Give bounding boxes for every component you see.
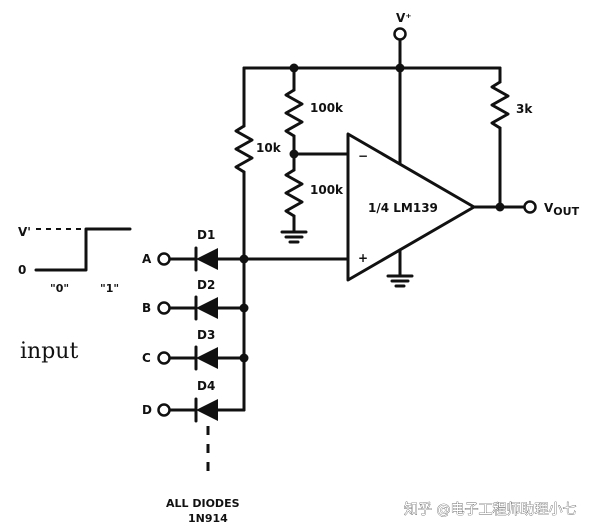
r-pullup-label: 3k (516, 102, 533, 116)
divider: 100k 100k (280, 66, 350, 244)
diode-label-d4: D4 (197, 379, 215, 393)
terminal-c[interactable] (157, 351, 171, 365)
diode-label-d3: D3 (197, 328, 215, 342)
vplus-terminal[interactable] (393, 27, 407, 41)
supply-label: V⁺ (396, 11, 412, 25)
terminal-d[interactable] (157, 403, 171, 417)
diode-label-d1: D1 (197, 228, 215, 242)
opamp-label: 1/4 LM139 (368, 201, 438, 215)
supply-rail: V⁺ (242, 11, 502, 73)
opamp-minus: − (358, 149, 368, 163)
diode-label-d2: D2 (197, 278, 215, 292)
diode-input-A: A D1 (142, 228, 249, 272)
terminal-b[interactable] (157, 301, 171, 315)
opamp-plus: + (358, 251, 368, 265)
terminal-label-d: D (142, 403, 152, 417)
watermark: 知乎 @电子工程师助理小七 (404, 501, 576, 518)
terminal-label-a: A (142, 252, 152, 266)
diode-note-line2: 1N914 (188, 512, 228, 525)
diode-input-C: C D3 (142, 328, 249, 371)
vout-label: VOUT (544, 201, 580, 218)
input-bus: 10k (234, 66, 282, 412)
input-waveform: V' 0 "0" "1" input (18, 225, 132, 364)
r-divider-bottom-label: 100k (310, 183, 344, 197)
vout-terminal[interactable] (523, 200, 537, 214)
wave-state-low: "0" (50, 282, 69, 295)
wave-state-high: "1" (100, 282, 119, 295)
terminal-label-b: B (142, 301, 151, 315)
diode-input-D: D D4 (142, 379, 246, 423)
r-divider-top-label: 100k (310, 101, 344, 115)
wave-high-label: V' (18, 225, 31, 239)
terminal-a[interactable] (157, 252, 171, 266)
r-input-label: 10k (256, 141, 282, 155)
opamp-lm139: − + 1/4 LM139 (346, 66, 476, 288)
wave-low-label: 0 (18, 263, 26, 277)
diode-note-line1: ALL DIODES (166, 497, 240, 510)
output-stage: 3k VOUT (472, 66, 580, 218)
terminal-label-c: C (142, 351, 151, 365)
diode-input-B: B D2 (142, 278, 249, 321)
input-caption: input (20, 339, 78, 364)
